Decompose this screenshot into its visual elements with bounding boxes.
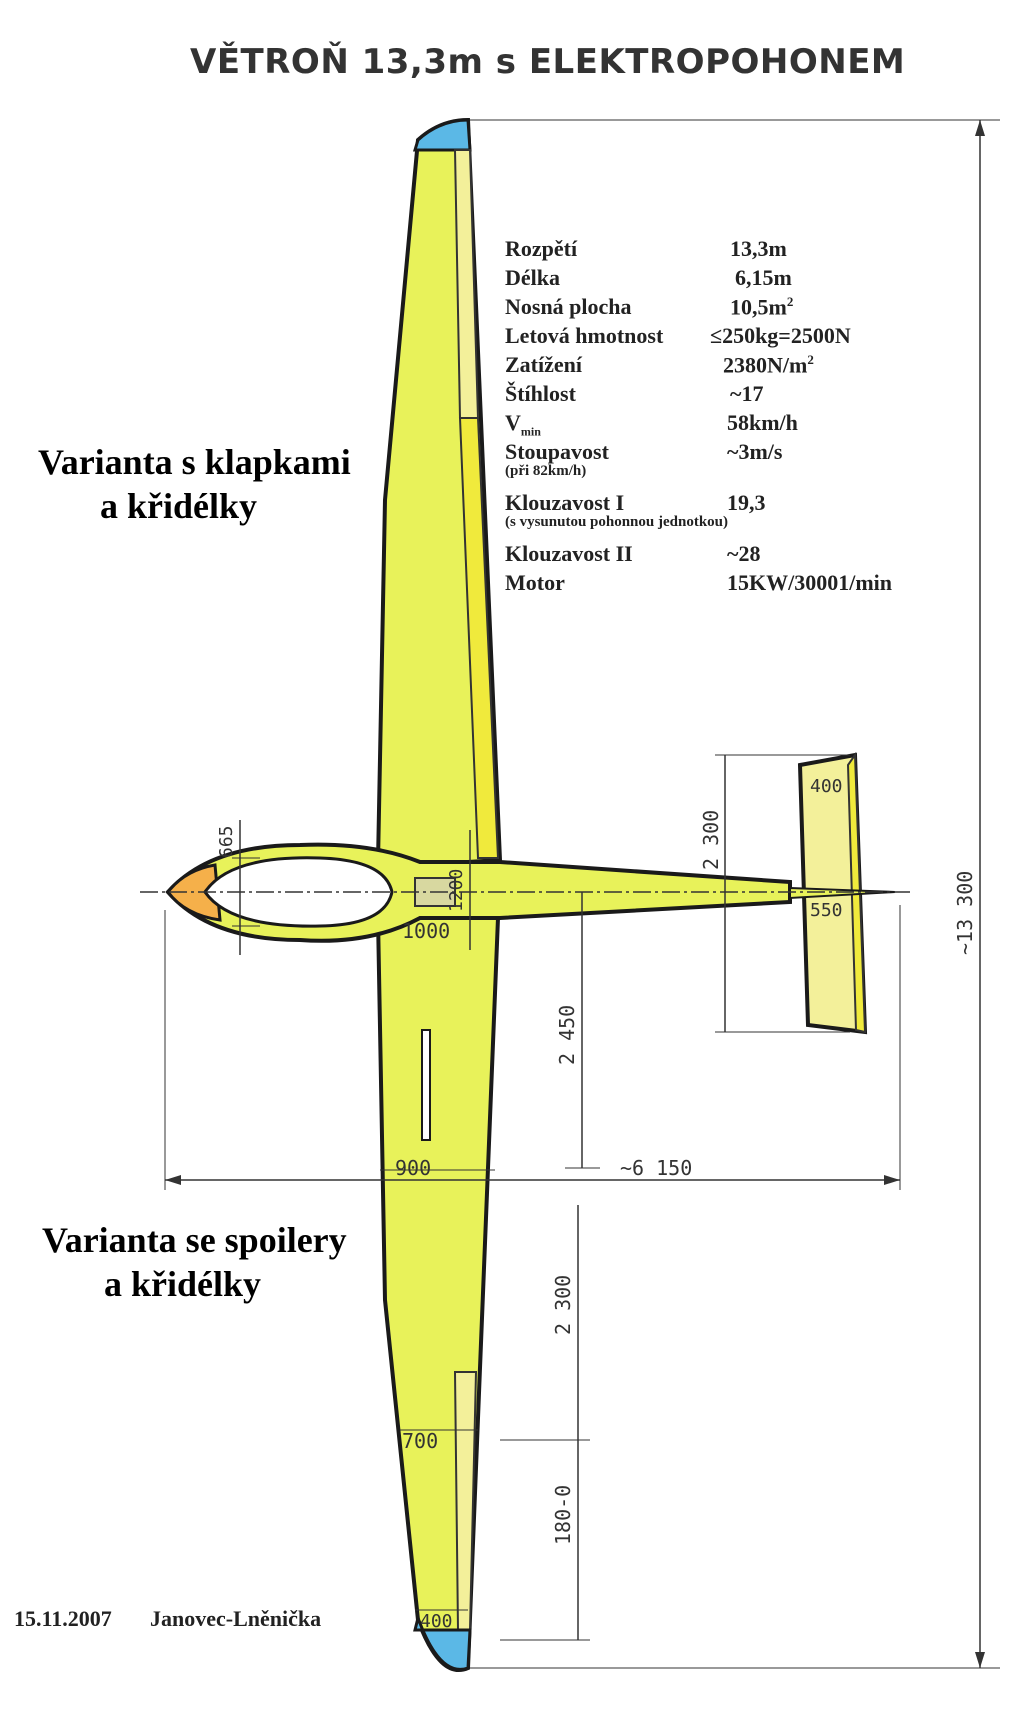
dim-canopy: 665 [216, 825, 237, 858]
spec-row-loading: Zatížení 2380N/m2 [505, 352, 814, 381]
variant-bottom-line1: Varianta se spoilery [42, 1220, 347, 1260]
spec-sub: min [520, 424, 541, 439]
spec-label: Délka [505, 265, 560, 290]
lower-wing-tip [413, 1612, 472, 1671]
spec-row-glide2: Klouzavost II ~28 [505, 541, 760, 570]
upper-aileron [453, 149, 480, 419]
dim-tail-tip-chord: 400 [810, 776, 843, 797]
spec-sup: 2 [807, 352, 814, 367]
variant-bottom: Varianta se spoilery a křidélky [42, 1218, 347, 1306]
spec-value: ~28 [727, 541, 761, 566]
spec-label: V [505, 410, 521, 435]
footer-date: 15.11.2007 [14, 1606, 112, 1631]
spec-sup: 2 [786, 294, 794, 309]
dim-fuselage-height: 1200 [446, 869, 467, 912]
spec-value: 2380N/m [723, 352, 808, 378]
lower-wing [375, 916, 501, 1672]
dim-chord-900: 900 [395, 1156, 431, 1180]
dim-length: ~6 150 [620, 1156, 692, 1180]
upper-wing-tip [412, 118, 472, 152]
drawing-title: VĚTROŇ 13,3m s ELEKTROPOHONEM [190, 42, 906, 82]
spec-row-aspect: Štíhlost ~17 [505, 381, 763, 410]
upper-flap [458, 417, 500, 859]
spec-row-climb: Stoupavost ~3m/s [505, 439, 782, 468]
motor-unit [414, 877, 456, 907]
dim-tip-chord: 400 [420, 1611, 453, 1632]
spec-label: Zatížení [505, 352, 582, 377]
spec-label: Nosná plocha [505, 294, 632, 319]
spec-value: ~17 [730, 381, 764, 406]
spec-value: ~3m/s [727, 439, 783, 464]
spec-note-glide1: (s vysunutou pohonnou jednotkou) [505, 514, 729, 530]
spec-table: Rozpětí 13,3m Délka 6,15m Nosná plocha 1… [505, 236, 892, 599]
spec-label: Klouzavost II [505, 541, 633, 566]
spec-label: Motor [505, 570, 565, 595]
spoiler [421, 1029, 431, 1141]
spec-row-vmin: Vmin 58km/h [505, 410, 798, 439]
spec-value: 15KW/30001/min [727, 570, 893, 595]
spec-value: 6,15m [735, 265, 792, 290]
dim-2450: 2 450 [555, 1005, 579, 1065]
spec-row-glide1: Klouzavost I 19,3 [505, 490, 766, 519]
dim-span: ~13 300 [953, 871, 977, 955]
dim-tail-span: 2 300 [699, 810, 723, 870]
dim-1800: 180-0 [551, 1485, 575, 1545]
spec-label: Rozpětí [505, 236, 578, 261]
spec-label: Štíhlost [505, 381, 576, 406]
spec-row-length: Délka 6,15m [505, 265, 792, 294]
dim-root-chord: 1000 [402, 919, 450, 943]
spec-row-motor: Motor 15KW/30001/min [505, 570, 892, 599]
tail-fin [789, 886, 896, 900]
spec-note-climb: (při 82km/h) [505, 463, 587, 479]
variant-top: Varianta s klapkami a křidélky [38, 440, 351, 528]
spec-row-span: Rozpětí 13,3m [505, 236, 787, 265]
spec-value: 19,3 [727, 490, 766, 515]
spec-label: Klouzavost I [505, 490, 625, 515]
spec-label: Letová hmotnost [505, 323, 664, 348]
spec-row-mass: Letová hmotnost ≤250kg=2500N [505, 323, 851, 352]
dim-outer-2300: 2 300 [551, 1275, 575, 1335]
spec-row-area: Nosná plocha 10,5m2 [505, 294, 793, 323]
dim-tail-root-chord: 550 [810, 900, 843, 921]
variant-bottom-line2: a křidélky [104, 1264, 262, 1304]
variant-top-line2: a křidélky [100, 486, 258, 526]
dim-chord-700: 700 [402, 1429, 438, 1453]
footer-authors: Janovec-Lněnička [150, 1606, 322, 1631]
spec-label: Stoupavost [505, 439, 609, 464]
spec-value: 58km/h [727, 410, 798, 435]
spec-value: ≤250kg=2500N [710, 323, 851, 348]
variant-top-line1: Varianta s klapkami [38, 442, 351, 482]
spec-value: 13,3m [730, 236, 787, 261]
spec-value: 10,5m [730, 294, 787, 320]
